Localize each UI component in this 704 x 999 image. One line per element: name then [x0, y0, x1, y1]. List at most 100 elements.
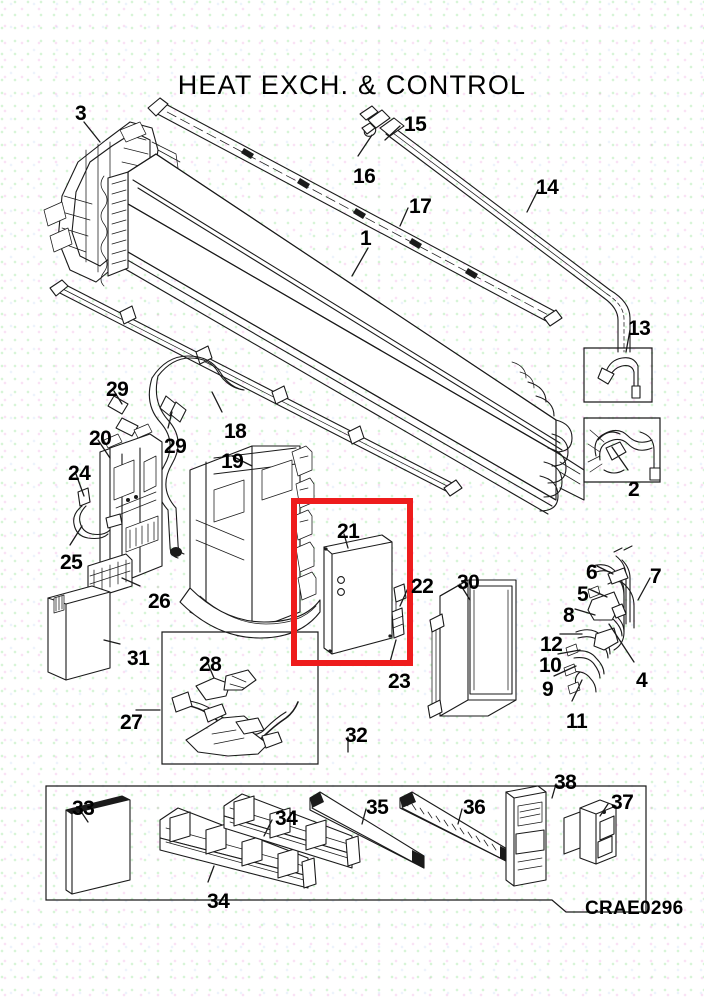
leader-23	[389, 639, 397, 663]
callout-29: 29	[106, 378, 129, 401]
leader-7	[637, 577, 651, 601]
callout-1: 1	[360, 227, 372, 250]
leader-24	[75, 473, 85, 497]
part-29-clips	[107, 395, 187, 437]
callout-28: 28	[199, 653, 222, 676]
leader-9	[553, 665, 577, 677]
callout-2: 2	[628, 478, 640, 501]
capillary-tube	[148, 355, 245, 559]
leader-17	[399, 207, 409, 227]
callout-4: 4	[636, 669, 648, 692]
callout-32: 32	[345, 724, 368, 747]
leader-8	[574, 608, 596, 616]
inset-box-27	[161, 631, 319, 765]
callout-22: 22	[411, 575, 434, 598]
leader-16	[357, 134, 373, 157]
leader-10	[557, 649, 581, 655]
leader-22	[399, 587, 409, 607]
leader-21	[343, 533, 349, 549]
leader-5	[588, 588, 608, 598]
leader-29	[113, 390, 123, 405]
leader-26	[121, 577, 141, 587]
inset-box-13	[583, 347, 653, 403]
callout-26: 26	[148, 590, 171, 613]
pipe-cluster	[563, 545, 635, 695]
callout-33: 33	[72, 797, 95, 820]
callout-25: 25	[60, 551, 83, 574]
callout-7: 7	[650, 565, 662, 588]
page-title: HEAT EXCH. & CONTROL	[177, 70, 527, 100]
leader-1	[351, 247, 369, 277]
callout-18: 18	[224, 420, 247, 443]
leader-37	[599, 803, 609, 817]
callout-17: 17	[409, 195, 432, 218]
part-33-filter-sheet	[65, 795, 131, 895]
callout-19: 19	[221, 450, 244, 473]
leader-34	[207, 865, 215, 883]
callout-29: 29	[164, 435, 187, 458]
callout-35: 35	[366, 796, 389, 819]
callout-36: 36	[463, 796, 486, 819]
callout-10: 10	[539, 654, 562, 677]
part-23-stud	[391, 607, 405, 639]
leader-35	[361, 808, 367, 825]
part-34-grille-louver-b	[223, 793, 361, 869]
part-16-cap-nut	[361, 122, 377, 137]
part-37-remote-holder	[563, 799, 617, 865]
leader-14	[526, 189, 539, 213]
leader-11	[571, 679, 583, 702]
drain-pump-body	[185, 715, 283, 757]
callout-5: 5	[577, 583, 589, 606]
part-21-control-board-cover	[323, 534, 393, 655]
leader-38	[551, 783, 557, 799]
part-20-control-box	[99, 423, 163, 587]
leader-33	[79, 809, 89, 823]
leader-2	[611, 446, 629, 471]
callout-20: 20	[89, 427, 112, 450]
part-1-heat-exchanger-coil	[100, 153, 585, 515]
part-15-tube-fitting	[359, 105, 391, 129]
part-38-remote-controller	[505, 785, 547, 887]
part-34-grille-louver-a	[159, 807, 317, 889]
callout-38: 38	[554, 771, 577, 794]
callout-16: 16	[353, 165, 376, 188]
callout-34: 34	[207, 890, 230, 913]
callout-13: 13	[628, 317, 651, 340]
part-31-front-panel	[47, 585, 111, 681]
leader-3	[83, 121, 101, 143]
leader-30	[459, 583, 471, 601]
leader-13	[625, 329, 631, 353]
leader-15	[384, 125, 401, 141]
rail-clips	[119, 305, 365, 445]
callout-leader-lines	[69, 121, 651, 883]
part-24-thermistor	[73, 487, 123, 540]
callout-23: 23	[388, 670, 411, 693]
leader-28	[207, 663, 215, 679]
leader-4	[608, 623, 635, 663]
part-19-control-chassis	[179, 445, 321, 639]
leader-34	[263, 819, 273, 837]
leader-29	[167, 411, 173, 429]
callout-8: 8	[563, 604, 575, 627]
callout-6: 6	[586, 561, 598, 584]
part-28-drain-clamp	[195, 669, 257, 701]
leader-31	[103, 639, 121, 645]
callout-15: 15	[404, 113, 427, 136]
inset-box-32	[45, 785, 647, 913]
callout-37: 37	[611, 791, 634, 814]
part-30-side-panel	[427, 579, 517, 719]
leader-25	[69, 525, 83, 546]
inset-box-2	[583, 417, 661, 483]
callout-12: 12	[540, 633, 563, 656]
leader-20	[97, 439, 111, 459]
part-17-distributor-rail	[147, 97, 563, 327]
callout-30: 30	[457, 571, 480, 594]
leader-18	[211, 391, 223, 413]
drawing-code: CRAE0296	[585, 898, 684, 919]
callout-34: 34	[275, 807, 298, 830]
leader-19	[231, 455, 253, 467]
callout-24: 24	[68, 462, 91, 485]
callout-27: 27	[120, 711, 143, 734]
leader-6	[596, 565, 614, 575]
